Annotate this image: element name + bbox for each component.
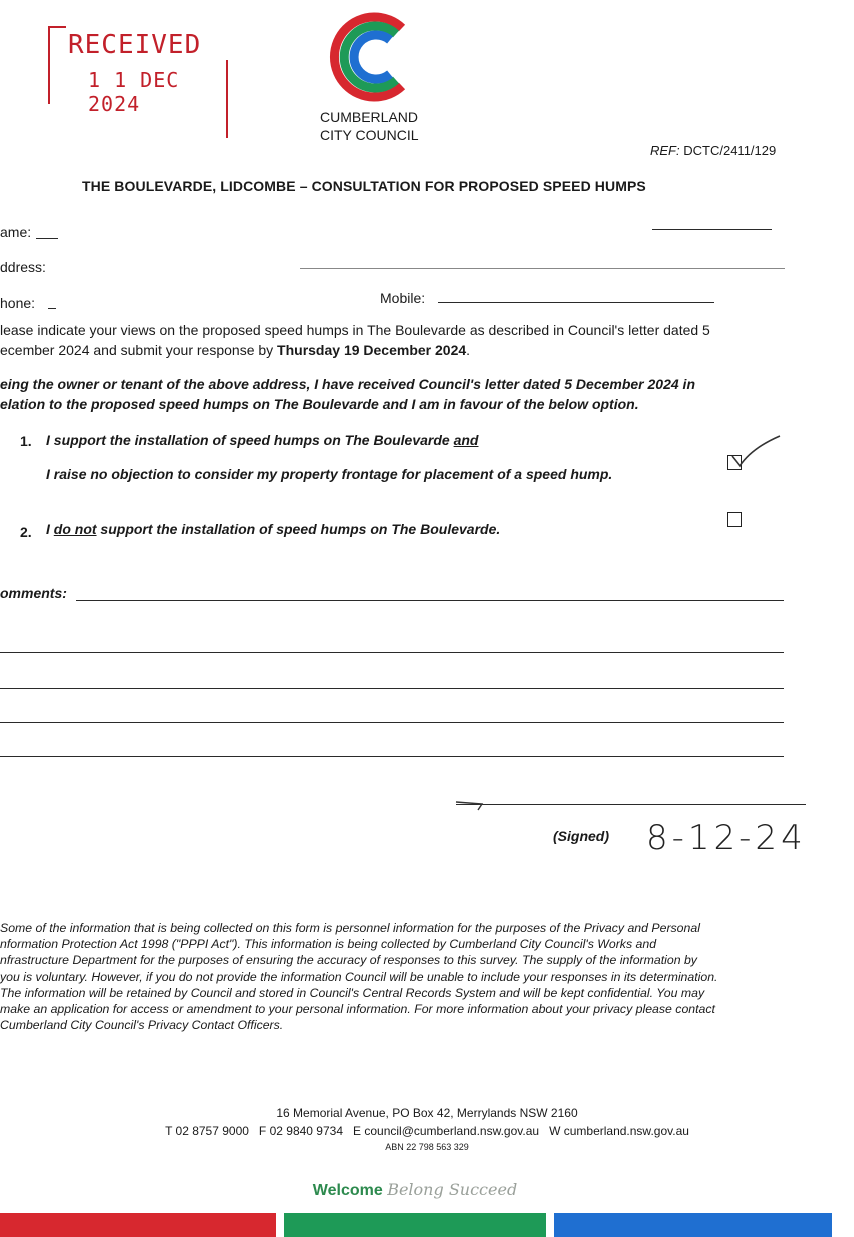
option-2-start: I [46,521,54,537]
footer-abn: ABN 22 798 563 329 [385,1142,469,1152]
logo-line-2: CITY COUNCIL [320,127,419,143]
declaration: eing the owner or tenant of the above ad… [0,374,850,414]
privacy-line: you is voluntary. However, if you do not… [0,969,718,984]
slogan-welcome: Welcome [312,1182,383,1199]
address-label: ddress: [0,259,46,275]
mobile-label: Mobile: [380,290,426,306]
privacy-line: nformation Protection Act 1998 ("PPPI Ac… [0,937,657,952]
declaration-line-2: elation to the proposed speed humps on T… [0,396,639,412]
name-field-line[interactable] [36,238,58,239]
address-field-line[interactable] [300,268,785,269]
ref-value: DCTC/2411/129 [683,143,777,158]
privacy-notice: Some of the information that is being co… [0,920,820,1033]
footer-bar-red [0,1213,276,1237]
option-2-do-not: do not [53,521,97,537]
instructions-line-2-end: . [466,342,471,358]
logo-line-1: CUMBERLAND [320,109,419,125]
signed-label: (Signed) [553,828,609,844]
privacy-line: nfrastructure Department for the purpose… [0,953,697,968]
comments-line-4[interactable] [0,722,784,723]
council-c-logo-icon [329,12,406,102]
declaration-line-1: eing the owner or tenant of the above ad… [0,376,695,392]
footer-bar-blue [554,1213,832,1237]
option-1-text: I support the installation of speed hump… [46,432,454,448]
instructions-line-2: ecember 2024 and submit your response by… [0,340,840,360]
comments-label: omments: [0,585,67,601]
option-1-and: and [453,432,479,448]
option-1-line-1: I support the installation of speed hump… [46,432,478,448]
privacy-line: Cumberland City Council's Privacy Contac… [0,1018,284,1033]
comments-line-1[interactable] [76,600,784,601]
privacy-line: The information will be retained by Coun… [0,985,705,1000]
signature-mark-icon [455,801,484,811]
option-1-number: 1. [20,433,32,449]
footer-bar-green [284,1213,546,1237]
slogan-rest: Belong Succeed [387,1180,518,1199]
ref-label: REF: [650,143,680,158]
privacy-line: make an application for access or amendm… [0,1002,715,1017]
option-1-line-2: I raise no objection to consider my prop… [46,466,613,482]
option-2-number: 2. [20,524,32,540]
received-stamp: RECEIVED 1 1 DEC 2024 [48,26,230,138]
signature-line[interactable] [456,804,806,805]
option-2-end: support the installation of speed humps … [96,521,501,537]
reference-number: REF: DCTC/2411/129 [650,143,776,158]
instructions-line-2-text: ecember 2024 and submit your response by [0,342,278,358]
phone-label: hone: [0,295,36,311]
comments-line-3[interactable] [0,688,784,689]
form-title: THE BOULEVARDE, LIDCOMBE – CONSULTATION … [82,178,646,194]
instructions: lease indicate your views on the propose… [0,320,840,360]
stamp-word: RECEIVED [68,30,202,60]
stamp-date: 1 1 DEC 2024 [88,68,180,116]
privacy-line: Some of the information that is being co… [0,921,700,935]
footer-contact: 16 Memorial Avenue, PO Box 42, Merryland… [0,1104,854,1154]
option-1-checkbox[interactable] [727,455,742,470]
name-label: ame: [0,224,32,240]
footer-address: 16 Memorial Avenue, PO Box 42, Merryland… [276,1106,578,1120]
signed-date: 8-12-24 [646,818,807,858]
council-logo: CUMBERLAND CITY COUNCIL [320,8,430,142]
option-2-line: I do not support the installation of spe… [46,521,500,537]
deadline-date: Thursday 19 December 2024 [277,342,467,358]
council-slogan: Welcome Belong Succeed [0,1180,830,1200]
name-field-line-right[interactable] [652,229,772,230]
phone-field-line[interactable] [48,308,56,309]
instructions-line-1: lease indicate your views on the propose… [0,322,710,338]
comments-line-2[interactable] [0,652,784,653]
option-2-checkbox[interactable] [727,512,742,527]
handwritten-checkmark-icon [731,435,781,468]
mobile-field-line[interactable] [438,302,714,303]
comments-line-5[interactable] [0,756,784,757]
footer-contacts: T 02 8757 9000 F 02 9840 9734 E council@… [165,1124,689,1138]
